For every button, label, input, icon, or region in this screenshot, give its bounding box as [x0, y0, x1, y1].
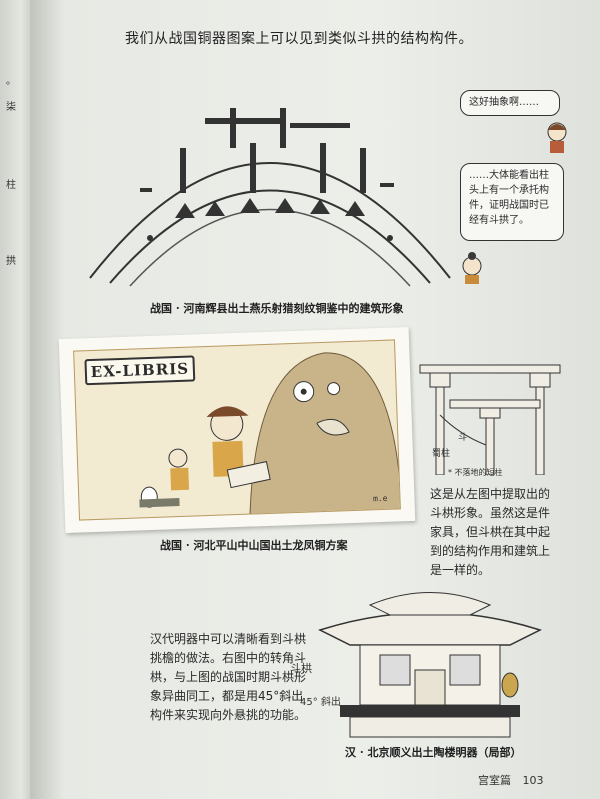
label-diagonal: 45° 斜出 — [300, 697, 341, 708]
footer-section: 宫室篇 — [478, 774, 511, 787]
caption-bronze-vessel: 战国 · 河南辉县出土燕乐射猎刻纹铜鉴中的建筑形象 — [150, 302, 404, 315]
reading-scene-icon — [139, 352, 401, 517]
label-shuzhu: 蜀柱 — [432, 449, 451, 459]
footer-page-number: 103 — [522, 774, 544, 787]
left-mark-1: 。 — [6, 76, 16, 87]
pottery-tower-illustration — [318, 592, 542, 738]
caption-bronze-table: 战国 · 河北平山中山国出土龙凤铜方案 — [160, 539, 348, 552]
paragraph-han-model: 汉代明器中可以清晰看到斗栱挑檐的做法。右图中的转角斗栱，与上图的战国时期斗栱形象… — [150, 632, 307, 722]
page-heading: 我们从战国铜器图案上可以见到类似斗拱的结构构件。 — [125, 31, 473, 47]
ex-libris-illustration: EX-LIBRIS m.e — [73, 339, 401, 521]
speech-bubble-2: ……大体能看出柱头上有一个承托构件，证明战国时已经有斗拱了。 — [460, 163, 564, 241]
left-page-edge: 。 柒 柱 拱 — [0, 0, 30, 799]
paragraph-extracted-bracket: 这是从左图中提取出的斗栱形象。虽然这是件家具，但斗栱在其中起到的结构作用和建筑上… — [430, 487, 551, 577]
artist-signature: m.e — [372, 493, 388, 504]
girl-character-icon — [547, 122, 567, 153]
ex-libris-card: EX-LIBRIS m.e — [58, 326, 416, 534]
left-mark-3: 柱 — [6, 180, 16, 191]
bracket-diagram-icon — [419, 364, 561, 475]
caption-pottery-tower: 汉 · 北京顺义出土陶楼明器（局部） — [345, 746, 522, 759]
speech-bubble-1: 这好抽象啊…… — [460, 90, 560, 116]
label-dou: 斗 — [458, 433, 468, 443]
bronze-engraving-illustration — [89, 108, 451, 287]
boy-character-icon — [462, 252, 482, 284]
label-note: * 不落地的短柱 — [448, 468, 503, 477]
label-dougong: 斗栱 — [290, 662, 312, 675]
left-mark-4: 拱 — [6, 256, 16, 267]
page-footer: 宫室篇 103 — [470, 772, 544, 788]
left-mark-2: 柒 — [6, 102, 16, 113]
